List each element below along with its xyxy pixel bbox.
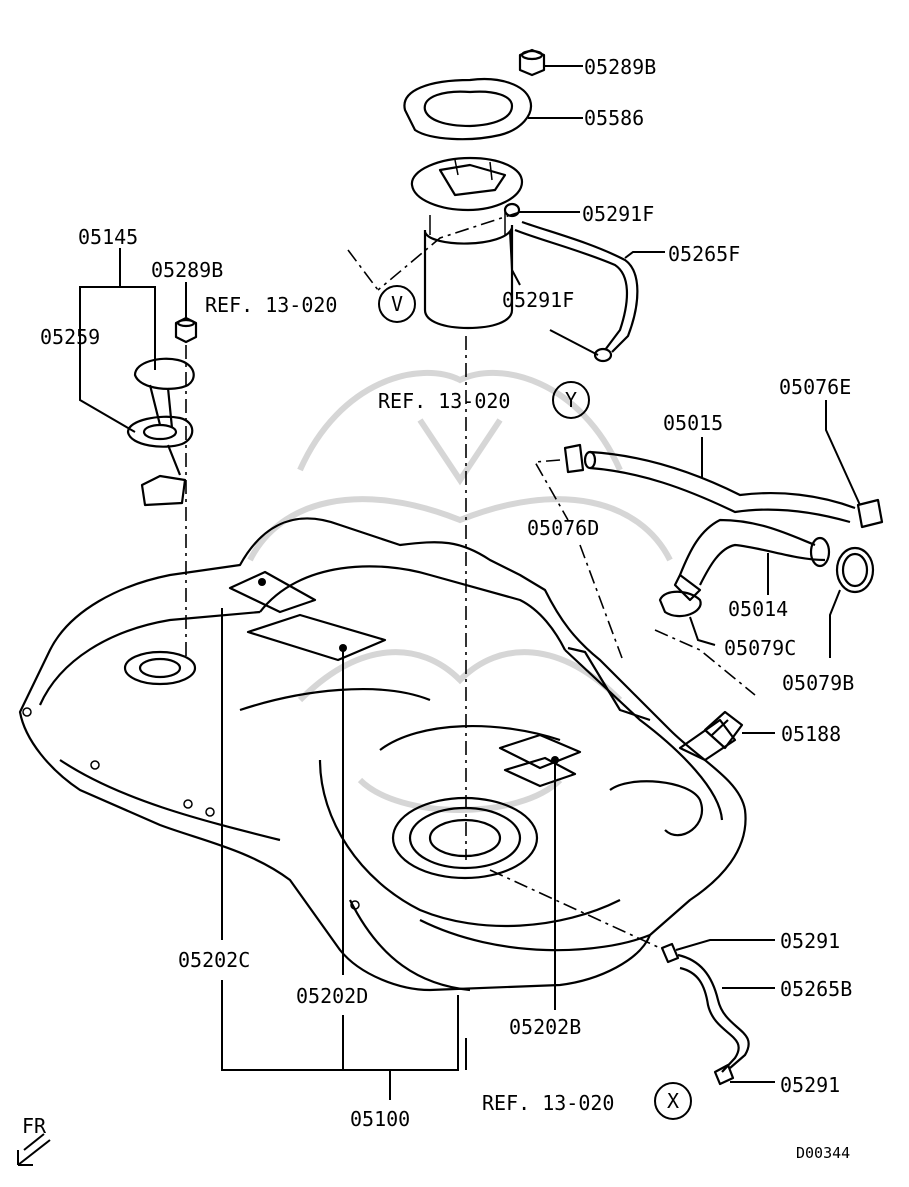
fuel-level-sender [126, 316, 198, 507]
part-label-05265b: 05265B [780, 977, 852, 1001]
part-label-05289b-top: 05289B [584, 55, 656, 79]
ref-label-x: REF. 13-020 [482, 1091, 614, 1115]
leader-dots [258, 578, 559, 764]
circle-marker-y: Y [552, 381, 590, 419]
reference-lines [185, 211, 756, 949]
circle-label-y: Y [565, 388, 577, 412]
part-label-05202d: 05202D [296, 984, 368, 1008]
part-label-05079c: 05079C [724, 636, 796, 660]
part-label-05076e: 05076E [779, 375, 851, 399]
circle-marker-v: V [378, 285, 416, 323]
fuel-pump-module [403, 48, 639, 363]
part-label-05291f-b: 05291F [502, 288, 574, 312]
part-label-05291-b: 05291 [780, 1073, 840, 1097]
filler-hoses [563, 443, 884, 750]
part-label-05076d: 05076D [527, 516, 599, 540]
part-label-05202c: 05202C [178, 948, 250, 972]
part-label-05188: 05188 [781, 722, 841, 746]
ref-label-v: REF. 13-020 [205, 293, 337, 317]
part-label-05265f: 05265F [668, 242, 740, 266]
part-label-05586: 05586 [584, 106, 644, 130]
part-label-05014: 05014 [728, 597, 788, 621]
ref-label-y: REF. 13-020 [378, 389, 510, 413]
part-label-05015: 05015 [663, 411, 723, 435]
circle-marker-x: X [654, 1082, 692, 1120]
fuel-tank-body [18, 517, 747, 992]
watermark-logo [247, 369, 673, 813]
front-direction-arrow: FR [17, 1114, 51, 1166]
circle-label-v: V [391, 292, 403, 316]
part-label-05145: 05145 [78, 225, 138, 249]
part-label-05100: 05100 [350, 1107, 410, 1131]
direction-marker-label: FR [22, 1114, 47, 1138]
part-label-05291f-a: 05291F [582, 202, 654, 226]
part-label-05289b-left: 05289B [151, 258, 223, 282]
part-label-05079b: 05079B [782, 671, 854, 695]
circle-label-x: X [667, 1089, 679, 1113]
vapor-hose [660, 942, 750, 1086]
part-label-05291-a: 05291 [780, 929, 840, 953]
part-label-05259: 05259 [40, 325, 100, 349]
diagram-code: D00344 [796, 1144, 850, 1162]
part-label-05202b: 05202B [509, 1015, 581, 1039]
leader-lines [79, 65, 861, 1100]
